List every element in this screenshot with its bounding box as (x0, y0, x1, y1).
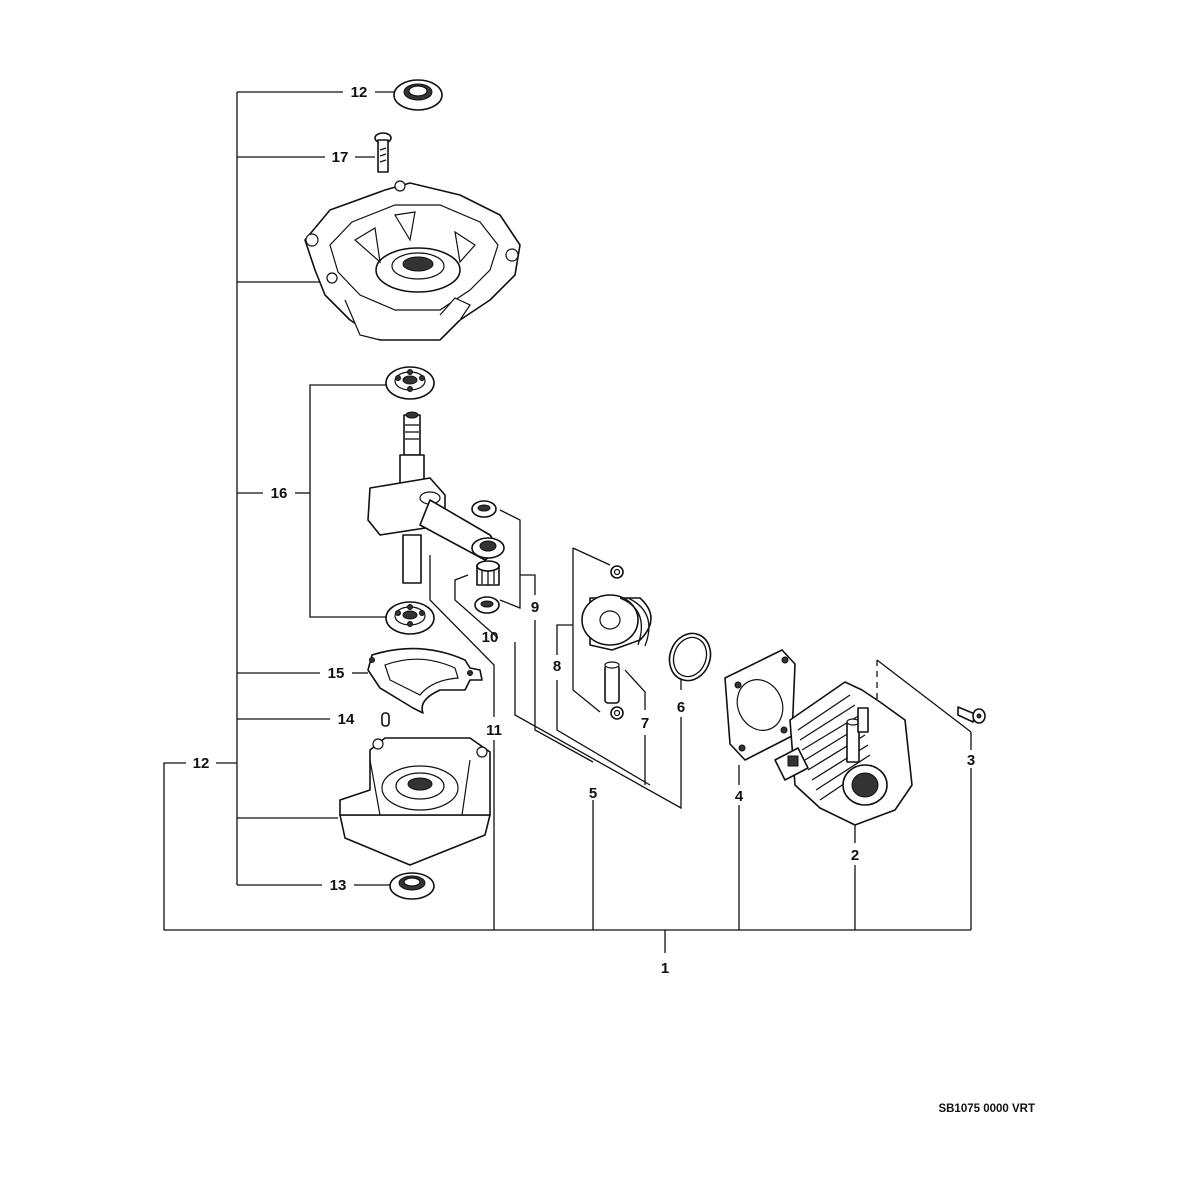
callout-3: 3 (967, 752, 975, 769)
callout-2: 2 (851, 847, 859, 864)
callout-11: 11 (486, 722, 502, 739)
bearing-upper (385, 366, 435, 400)
piston (581, 594, 652, 651)
oil-seal-top (393, 79, 443, 111)
circlip-upper (610, 565, 624, 579)
circlip-lower (610, 706, 624, 720)
bearing-lower (385, 601, 435, 635)
callout-12-left: 12 (193, 755, 210, 772)
crankcase-gasket (367, 647, 483, 714)
piston-ring (668, 632, 712, 682)
parts (304, 79, 986, 900)
callout-15: 15 (328, 665, 345, 682)
callout-6: 6 (677, 699, 685, 716)
callout-16: 16 (271, 485, 288, 502)
callout-13: 13 (330, 877, 347, 894)
cylinder-gasket (724, 649, 796, 761)
oil-seal-bottom (389, 872, 435, 900)
bolt-top (374, 132, 392, 173)
callout-4: 4 (735, 788, 744, 805)
callout-9: 9 (531, 599, 539, 616)
callout-14: 14 (338, 711, 355, 728)
leader-lines (163, 91, 972, 953)
cylinder-bolt (957, 706, 986, 724)
callout-8: 8 (553, 658, 561, 675)
reference-code: SB1075 0000 VRT (938, 1103, 1035, 1115)
callout-1: 1 (661, 960, 669, 977)
needle-bearing (476, 560, 500, 586)
thrust-washer-lower (474, 596, 500, 614)
callout-labels: 12 17 16 9 10 8 15 6 14 7 11 12 3 5 4 2 … (193, 84, 976, 977)
callout-12-top: 12 (351, 84, 368, 101)
crankcase-half-lower (339, 737, 491, 866)
thrust-washer-upper (471, 500, 497, 518)
crankshaft (367, 411, 505, 584)
dowel-pin (381, 712, 390, 727)
callout-5: 5 (589, 785, 597, 802)
cylinder (774, 681, 913, 826)
crankcase-half-upper (304, 180, 521, 341)
callout-10: 10 (482, 629, 499, 646)
piston-pin (604, 661, 620, 704)
callout-17: 17 (332, 149, 349, 166)
callout-7: 7 (641, 715, 649, 732)
